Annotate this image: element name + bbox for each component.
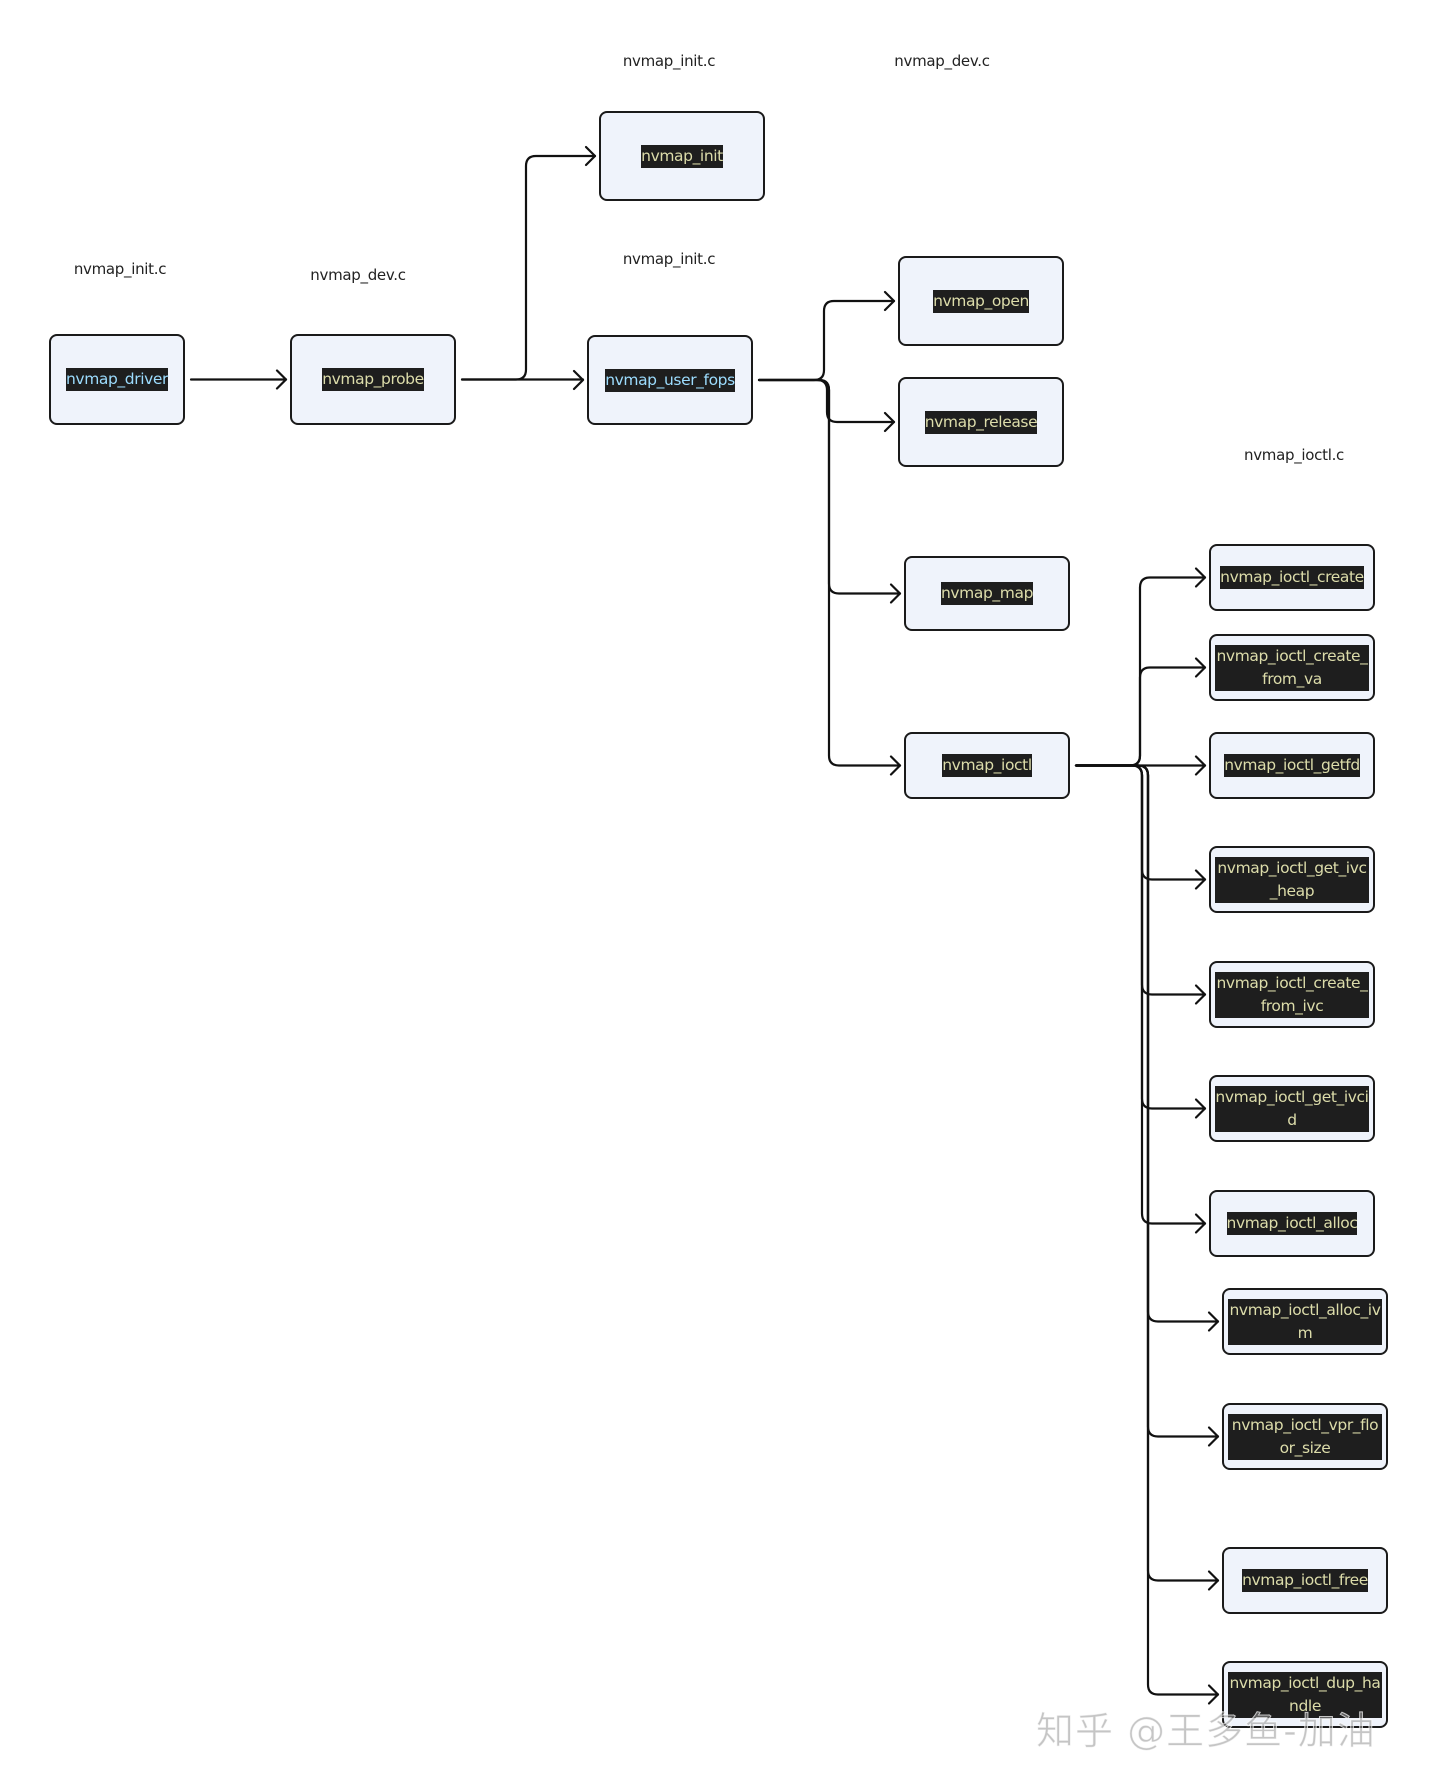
node-nvmap-ioctl-get-ivc-heap[interactable]: nvmap_ioctl_get_ivc_heap (1209, 846, 1375, 913)
node-label: nvmap_driver (66, 368, 168, 391)
arrowhead-icon (1194, 657, 1207, 678)
node-nvmap-ioctl-get-ivcid[interactable]: nvmap_ioctl_get_ivcid (1209, 1075, 1375, 1142)
arrowhead-icon (1194, 1213, 1207, 1234)
edge-nvmap-ioctl-to-nvmap-ioctl-dup-handle (1074, 764, 1220, 1696)
node-label: nvmap_user_fops (605, 368, 735, 392)
edge-nvmap-ioctl-to-nvmap-ioctl-get-ivcid (1074, 764, 1207, 1110)
node-label: nvmap_ioctl_free (1242, 1569, 1368, 1592)
node-nvmap-ioctl-create[interactable]: nvmap_ioctl_create (1209, 544, 1375, 611)
node-label: nvmap_ioctl_getfd (1224, 754, 1360, 777)
node-nvmap-user-fops[interactable]: nvmap_user_fops (587, 335, 753, 425)
node-label: nvmap_ioctl_create (1220, 566, 1364, 589)
node-nvmap-ioctl-alloc[interactable]: nvmap_ioctl_alloc (1209, 1190, 1375, 1257)
node-nvmap-ioctl-create-from-va[interactable]: nvmap_ioctl_create_from_va (1209, 634, 1375, 701)
node-label: nvmap_ioctl_get_ivc_heap (1215, 856, 1369, 903)
arrowhead-icon (1194, 567, 1207, 588)
arrowhead-icon (883, 411, 896, 433)
watermark: 知乎 @王多鱼-加油 (1036, 1709, 1376, 1754)
node-label: nvmap_map (940, 582, 1033, 605)
node-nvmap-map[interactable]: nvmap_map (904, 556, 1070, 631)
edge-nvmap-ioctl-to-nvmap-ioctl-create-from-va (1074, 666, 1207, 767)
node-nvmap-ioctl[interactable]: nvmap_ioctl (904, 732, 1070, 799)
node-nvmap-driver[interactable]: nvmap_driver (49, 334, 185, 425)
file-label-init-c: nvmap_init.c (73, 260, 167, 278)
edge-nvmap-user-fops-to-nvmap-ioctl (757, 378, 902, 767)
node-nvmap-ioctl-dup-handle[interactable]: nvmap_ioctl_dup_handle (1222, 1661, 1388, 1728)
node-nvmap-ioctl-create-from-ivc[interactable]: nvmap_ioctl_create_from_ivc (1209, 961, 1375, 1028)
arrowhead-icon (1207, 1426, 1220, 1447)
edge-nvmap-user-fops-to-nvmap-open (757, 299, 896, 382)
arrowhead-icon (584, 145, 597, 167)
edge-nvmap-probe-to-nvmap-init (460, 154, 597, 381)
arrowhead-icon (1207, 1570, 1220, 1591)
node-nvmap-ioctl-free[interactable]: nvmap_ioctl_free (1222, 1547, 1388, 1614)
file-label-init-c-fops: nvmap_init.c (622, 250, 716, 268)
arrowhead-icon (1207, 1684, 1220, 1705)
edge-nvmap-user-fops-to-nvmap-release (757, 378, 896, 424)
arrowhead-icon (1194, 755, 1207, 776)
arrowhead-icon (1194, 1098, 1207, 1119)
node-nvmap-probe[interactable]: nvmap_probe (290, 334, 456, 425)
node-nvmap-ioctl-vpr-floor-size[interactable]: nvmap_ioctl_vpr_floor_size (1222, 1403, 1388, 1470)
node-label: nvmap_ioctl_alloc_ivm (1228, 1298, 1382, 1345)
node-label: nvmap_ioctl_alloc (1226, 1212, 1358, 1235)
node-label: nvmap_ioctl (942, 754, 1032, 777)
node-nvmap-init[interactable]: nvmap_init (599, 111, 765, 201)
node-label: nvmap_ioctl_vpr_floor_size (1228, 1413, 1382, 1460)
arrowhead-icon (889, 583, 902, 604)
arrowhead-icon (889, 755, 902, 776)
arrowhead-icon (1194, 984, 1207, 1005)
node-nvmap-open[interactable]: nvmap_open (898, 256, 1064, 346)
node-label: nvmap_probe (322, 368, 424, 391)
arrowhead-icon (572, 369, 585, 391)
node-label: nvmap_release (924, 410, 1038, 434)
arrowhead-icon (883, 290, 896, 312)
node-nvmap-ioctl-alloc-ivm[interactable]: nvmap_ioctl_alloc_ivm (1222, 1288, 1388, 1355)
node-label: nvmap_ioctl_dup_handle (1228, 1671, 1382, 1718)
file-label-init-c-top: nvmap_init.c (622, 52, 716, 70)
node-nvmap-release[interactable]: nvmap_release (898, 377, 1064, 467)
node-label: nvmap_open (933, 289, 1029, 313)
node-label: nvmap_ioctl_create_from_ivc (1215, 971, 1369, 1018)
node-nvmap-ioctl-getfd[interactable]: nvmap_ioctl_getfd (1209, 732, 1375, 799)
node-label: nvmap_ioctl_get_ivcid (1215, 1085, 1369, 1132)
node-label: nvmap_ioctl_create_from_va (1215, 644, 1369, 691)
arrowhead-icon (1194, 869, 1207, 890)
edge-nvmap-ioctl-to-nvmap-ioctl-get-ivc-heap (1074, 764, 1207, 881)
file-label-dev-c: nvmap_dev.c (310, 266, 406, 284)
node-label: nvmap_init (641, 144, 723, 168)
file-label-ioctl-c: nvmap_ioctl.c (1244, 446, 1344, 464)
arrowhead-icon (275, 369, 288, 390)
file-label-dev-c-top: nvmap_dev.c (894, 52, 990, 70)
arrowhead-icon (1207, 1311, 1220, 1332)
